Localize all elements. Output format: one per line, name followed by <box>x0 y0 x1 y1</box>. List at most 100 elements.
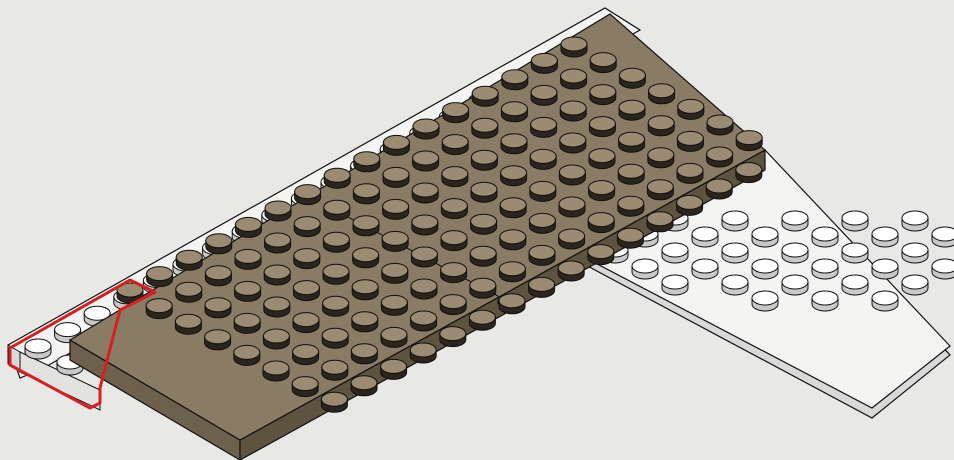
tan-stud <box>472 118 498 138</box>
tan-stud <box>205 266 231 286</box>
tan-stud <box>412 183 438 203</box>
white-stud <box>752 227 778 247</box>
tan-stud <box>263 329 289 349</box>
tan-stud <box>736 131 762 151</box>
tan-stud <box>353 184 379 204</box>
white-stud <box>902 275 928 295</box>
tan-stud <box>590 85 616 105</box>
tan-stud <box>321 392 347 412</box>
tan-stud <box>471 150 497 170</box>
tan-stud <box>351 376 377 396</box>
tan-stud <box>235 281 261 301</box>
white-stud <box>722 243 748 263</box>
white-stud <box>842 211 868 231</box>
tan-stud <box>413 151 439 171</box>
tan-stud <box>441 231 467 251</box>
tan-stud <box>323 296 349 316</box>
tan-stud <box>588 245 614 265</box>
tan-stud <box>706 179 732 199</box>
tan-stud <box>500 198 526 218</box>
white-stud <box>872 227 898 247</box>
tan-stud <box>531 117 557 137</box>
tan-stud <box>264 265 290 285</box>
tan-stud <box>293 345 319 365</box>
tan-stud <box>707 147 733 167</box>
tan-stud <box>501 134 527 154</box>
tan-stud <box>323 264 349 284</box>
white-stud <box>932 227 954 247</box>
tan-stud <box>354 152 380 172</box>
tan-stud <box>442 135 468 155</box>
tan-stud <box>470 278 496 298</box>
tan-stud <box>353 248 379 268</box>
tan-stud <box>560 101 586 121</box>
tan-stud <box>530 149 556 169</box>
tan-stud <box>411 279 437 299</box>
tan-stud <box>560 133 586 153</box>
tan-stud <box>265 201 291 221</box>
tan-stud <box>383 199 409 219</box>
tan-stud <box>472 86 498 106</box>
white-stud <box>692 259 718 279</box>
tan-stud <box>176 250 202 270</box>
tan-stud <box>235 217 261 237</box>
tan-stud <box>175 314 201 334</box>
tan-stud <box>648 116 674 136</box>
tan-stud <box>324 168 350 188</box>
tan-stud <box>381 327 407 347</box>
tan-stud <box>619 68 645 88</box>
tan-stud <box>707 115 733 135</box>
tan-stud <box>205 330 231 350</box>
tan-stud <box>322 328 348 348</box>
tan-stud <box>412 215 438 235</box>
tan-stud <box>352 280 378 300</box>
tan-stud <box>293 313 319 333</box>
tan-stud <box>499 262 525 282</box>
tan-stud <box>351 344 377 364</box>
tan-stud <box>265 233 291 253</box>
white-stud <box>722 211 748 231</box>
tan-stud <box>589 149 615 169</box>
tan-stud <box>647 212 673 232</box>
tan-stud <box>648 148 674 168</box>
white-stud <box>812 259 838 279</box>
tan-stud <box>323 232 349 252</box>
tan-stud <box>529 213 555 233</box>
white-stud <box>752 259 778 279</box>
tan-stud <box>501 166 527 186</box>
white-stud <box>662 243 688 263</box>
white-stud <box>722 275 748 295</box>
tan-stud <box>500 230 526 250</box>
white-stud <box>782 275 808 295</box>
tan-stud <box>383 167 409 187</box>
tan-stud <box>558 261 584 281</box>
tan-stud <box>589 117 615 137</box>
tan-stud <box>678 99 704 119</box>
tan-stud <box>561 69 587 89</box>
tan-stud <box>502 70 528 90</box>
tan-stud <box>383 135 409 155</box>
tan-stud <box>618 164 644 184</box>
tan-stud <box>561 37 587 57</box>
tan-stud <box>677 163 703 183</box>
tan-stud <box>411 247 437 267</box>
tan-stud <box>619 100 645 120</box>
tan-stud <box>617 228 643 248</box>
tan-stud <box>471 214 497 234</box>
tan-stud <box>292 377 318 397</box>
tan-stud <box>531 85 557 105</box>
white-stud <box>872 291 898 311</box>
tan-stud <box>529 277 555 297</box>
tan-stud <box>618 196 644 216</box>
tan-stud <box>176 282 202 302</box>
tan-stud <box>589 181 615 201</box>
tan-stud <box>295 185 321 205</box>
tan-stud <box>352 312 378 332</box>
tan-stud <box>441 199 467 219</box>
tan-stud <box>146 299 172 319</box>
white-stud <box>812 227 838 247</box>
tan-stud <box>293 281 319 301</box>
tan-stud <box>501 102 527 122</box>
tan-stud <box>441 263 467 283</box>
tan-stud <box>588 213 614 233</box>
